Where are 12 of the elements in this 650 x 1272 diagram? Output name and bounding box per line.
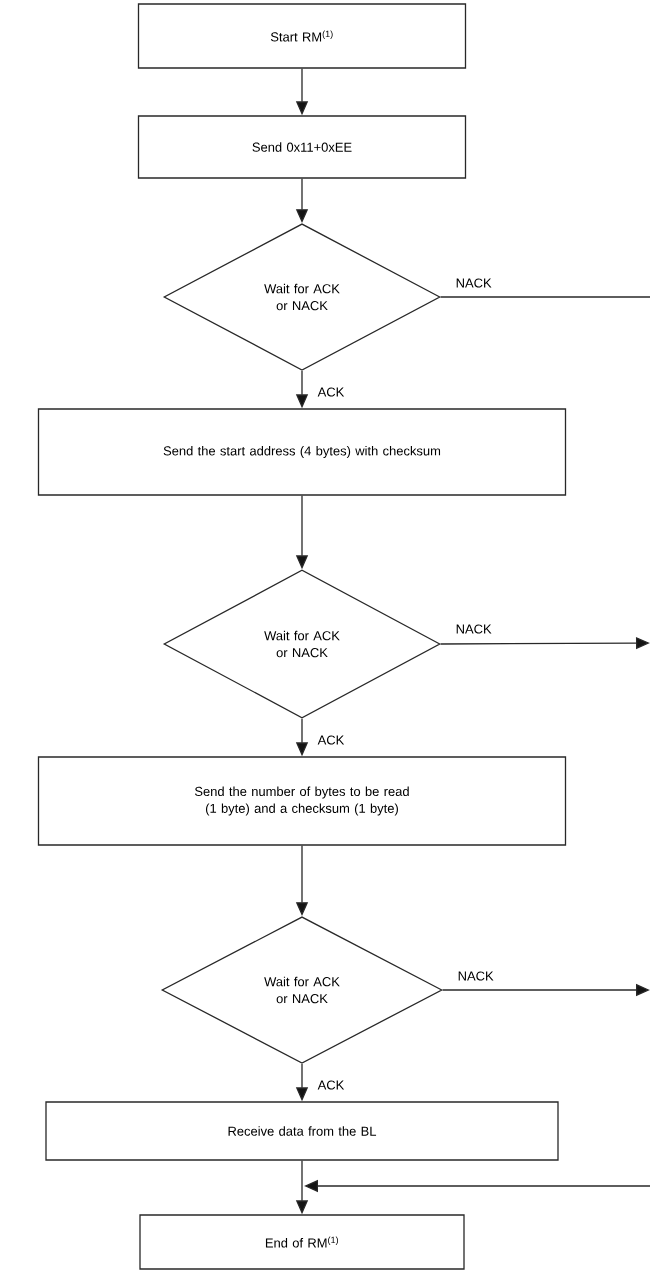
- edge-label: ACK: [316, 734, 346, 746]
- edge-label: ACK: [316, 386, 346, 398]
- edge-label: NACK: [454, 623, 493, 635]
- process-box: Send the number of bytes to be read (1 byte) and a checksum (1 byte): [37, 756, 567, 846]
- process-box: End of RM$^{(1)}$: [139, 1214, 465, 1270]
- edge-label: NACK: [454, 277, 493, 289]
- process-box: Start RM$^{(1)}$: [137, 3, 467, 69]
- process-box: Receive data from the BL: [45, 1101, 559, 1161]
- edge-label: ACK: [316, 1079, 346, 1091]
- process-box: Send 0x11+0xEE: [137, 115, 467, 179]
- edge-label: NACK: [456, 970, 495, 982]
- process-box: Send the start address (4 bytes) with checksum: [37, 408, 567, 496]
